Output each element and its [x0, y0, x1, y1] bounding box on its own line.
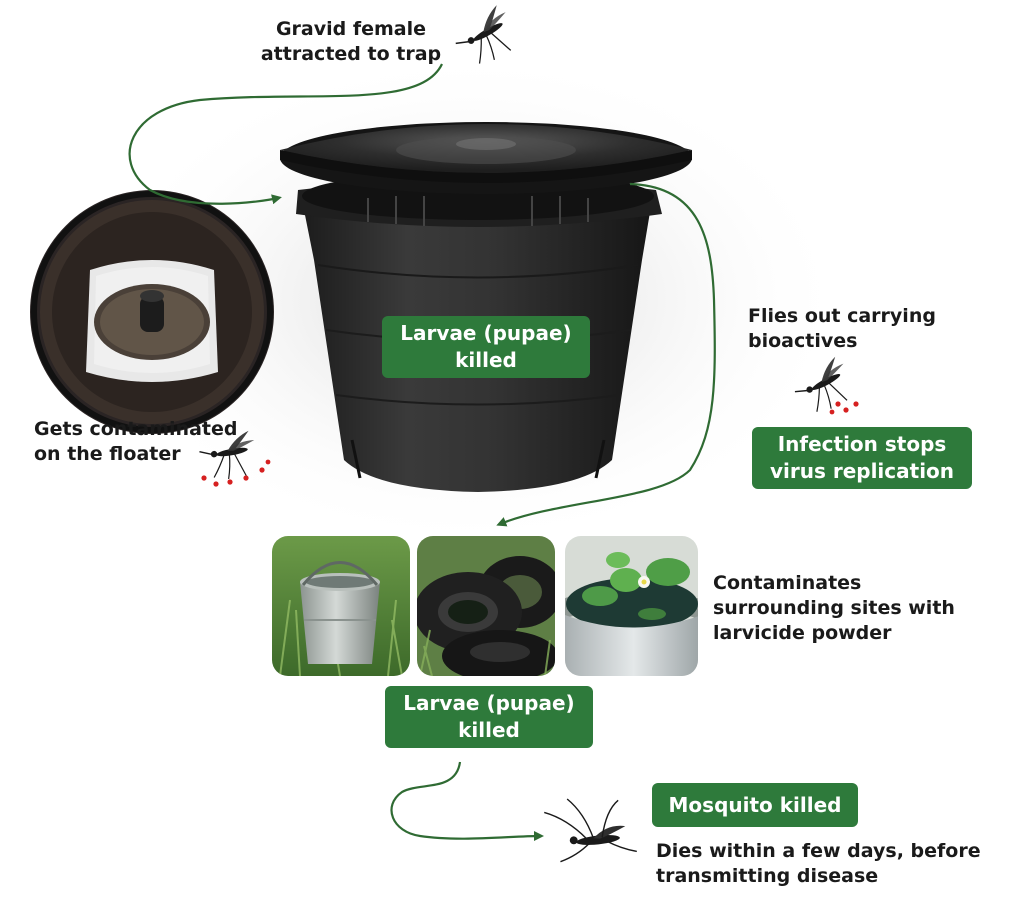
larvae-killed-trap-box: Larvae (pupae) killed	[382, 316, 590, 378]
arrow-attracted	[128, 63, 443, 205]
floater-photo	[30, 190, 274, 434]
water-pot-photo	[565, 536, 698, 676]
contaminated-floater-label: Gets contaminated on the floater	[34, 418, 238, 465]
trap-lid	[280, 122, 692, 194]
larvae-killed-sites-box: Larvae (pupae) killed	[385, 686, 593, 748]
flies-out-label: Flies out carrying bioactives	[748, 305, 936, 352]
gravid-female-label: Gravid female attracted to trap	[260, 18, 442, 65]
dead-mosquito-icon	[544, 798, 637, 863]
dies-label: Dies within a few days, before transmitt…	[656, 840, 981, 887]
tires-photo	[417, 536, 555, 676]
infection-stops-box: Infection stops virus replication	[752, 427, 972, 489]
arrow-to-death	[390, 761, 544, 842]
contaminates-sites-label: Contaminates surrounding sites with larv…	[713, 572, 955, 644]
mosquito-killed-box: Mosquito killed	[652, 783, 858, 827]
bucket-photo	[272, 536, 410, 676]
mosquito-powder-icon	[788, 354, 861, 421]
arrow-flies-out	[496, 182, 716, 527]
mosquito-powder-icon	[196, 429, 271, 487]
